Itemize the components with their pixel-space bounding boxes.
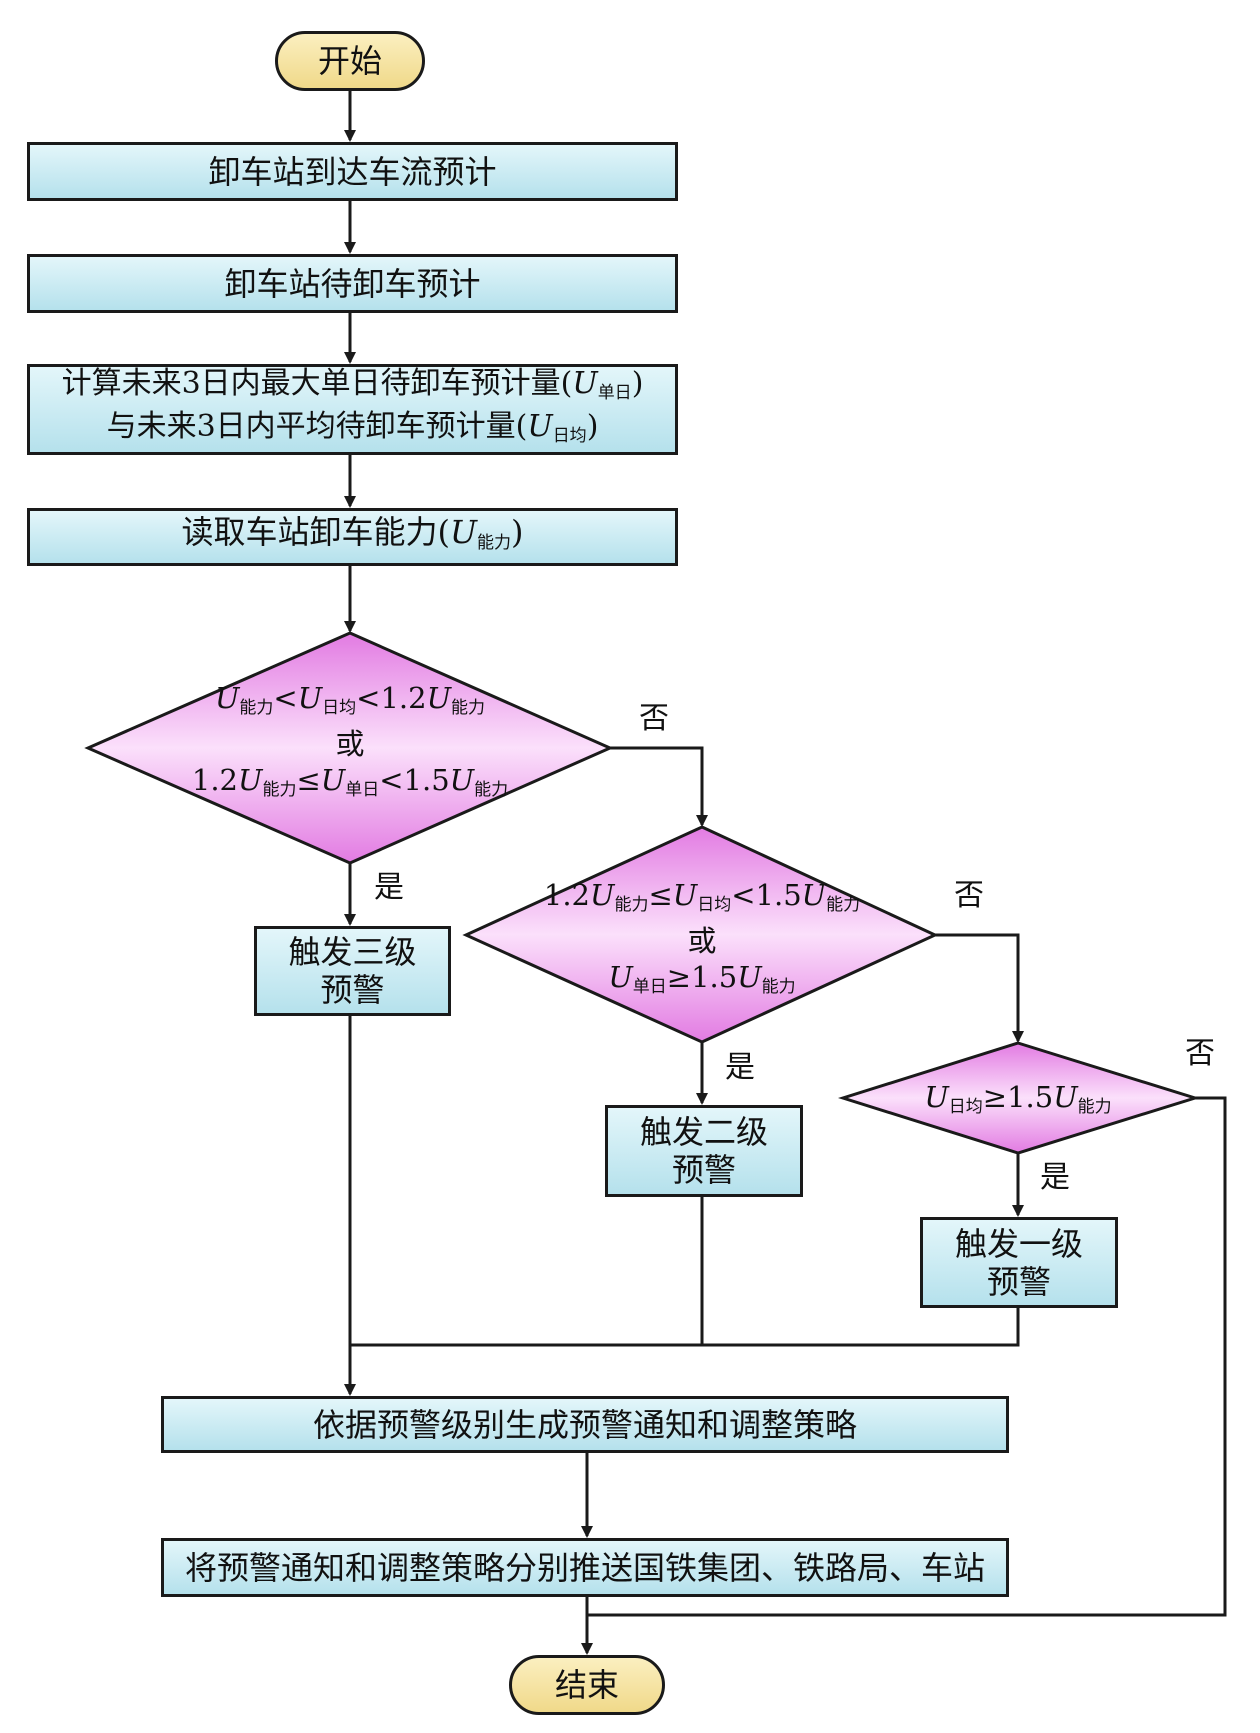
decision-1-text: U能力<U日均<1.2U能力 或 1.2U能力≤U单日<1.5U能力 bbox=[160, 680, 540, 808]
decision-1-or: 或 bbox=[335, 727, 365, 761]
step-unload-forecast: 卸车站待卸车预计 bbox=[27, 254, 678, 313]
start-label: 开始 bbox=[317, 42, 382, 80]
alert-level-2-line-1: 触发二级 bbox=[639, 1113, 768, 1151]
step-unload-forecast-label: 卸车站待卸车预计 bbox=[224, 264, 481, 303]
alert-level-3-line-1: 触发三级 bbox=[288, 933, 417, 971]
decision-3-text: U日均≥1.5U能力 bbox=[888, 1079, 1148, 1125]
decision-3-no-label: 否 bbox=[1185, 1036, 1215, 1071]
arrow-d2-no bbox=[935, 933, 1024, 1043]
step-push-notice: 将预警通知和调整策略分别推送国铁集团、铁路局、车站 bbox=[161, 1538, 1009, 1597]
step-generate-notice-label: 依据预警级别生成预警通知和调整策略 bbox=[312, 1405, 857, 1444]
decision-3-yes-label: 是 bbox=[1040, 1160, 1070, 1195]
decision-3-line-1: U日均≥1.5U能力 bbox=[924, 1080, 1112, 1117]
alert-level-1-line-2: 预警 bbox=[986, 1262, 1051, 1301]
line-level1-merge bbox=[350, 1308, 1020, 1347]
decision-2-yes-label: 是 bbox=[725, 1050, 755, 1085]
alert-level-2-line-2: 预警 bbox=[671, 1151, 736, 1189]
step-compute-forecast: 计算未来3日内最大单日待卸车预计量(U单日) 与未来3日内平均待卸车预计量(U日… bbox=[27, 364, 678, 455]
decision-1-line-1: U能力<U日均<1.2U能力 bbox=[214, 681, 486, 718]
end-terminal: 结束 bbox=[509, 1655, 665, 1715]
alert-level-1-line-1: 触发一级 bbox=[954, 1224, 1083, 1263]
step-generate-notice: 依据预警级别生成预警通知和调整策略 bbox=[161, 1396, 1009, 1453]
arrow-d3-no bbox=[587, 1096, 1227, 1617]
step-push-notice-label: 将预警通知和调整策略分别推送国铁集团、铁路局、车站 bbox=[184, 1548, 985, 1587]
step-arrival-forecast: 卸车站到达车流预计 bbox=[27, 142, 678, 201]
alert-level-1: 触发一级 预警 bbox=[920, 1217, 1118, 1308]
decision-1-line-2: 1.2U能力≤U单日<1.5U能力 bbox=[191, 763, 509, 800]
compute-line-1: 计算未来3日内最大单日待卸车预计量(U单日) bbox=[61, 365, 644, 403]
decision-2-text: 1.2U能力≤U日均<1.5U能力 或 U单日≥1.5U能力 bbox=[512, 877, 892, 1005]
alert-level-3: 触发三级 预警 bbox=[254, 926, 451, 1016]
decision-1-yes-label: 是 bbox=[374, 870, 404, 905]
alert-level-2: 触发二级 预警 bbox=[605, 1105, 803, 1197]
decision-2-line-2: U单日≥1.5U能力 bbox=[608, 960, 796, 997]
decision-2-or: 或 bbox=[687, 924, 717, 958]
compute-line-2: 与未来3日内平均待卸车预计量(U日均) bbox=[106, 408, 599, 446]
decision-1-no-label: 否 bbox=[639, 701, 669, 736]
read-capacity-label: 读取车站卸车能力(U能力) bbox=[181, 512, 524, 553]
step-read-capacity: 读取车站卸车能力(U能力) bbox=[27, 508, 678, 566]
arrow-d1-no bbox=[610, 746, 708, 827]
end-label: 结束 bbox=[554, 1666, 619, 1704]
decision-2-line-1: 1.2U能力≤U日均<1.5U能力 bbox=[543, 878, 861, 915]
decision-2-no-label: 否 bbox=[954, 878, 984, 913]
alert-level-3-line-2: 预警 bbox=[320, 971, 385, 1009]
step-arrival-forecast-label: 卸车站到达车流预计 bbox=[208, 152, 497, 191]
start-terminal: 开始 bbox=[275, 31, 425, 91]
